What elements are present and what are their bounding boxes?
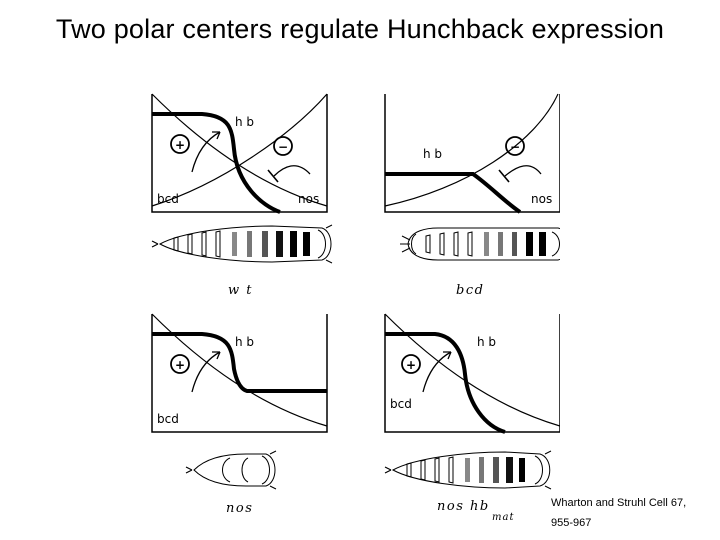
citation-line-1: Wharton and Struhl Cell 67,	[551, 497, 687, 509]
activation-arrow-icon	[422, 351, 452, 393]
activation-sign: +	[406, 358, 416, 372]
panel-bottom-left: + h b bcd	[151, 313, 328, 433]
repression-bar-icon	[273, 165, 311, 177]
larva-wild-type	[151, 224, 333, 264]
hb-expression-curve	[385, 172, 522, 214]
citation-line-2: 955-967	[551, 517, 592, 529]
activation-symbol-icon	[401, 354, 421, 374]
larva-bcd	[400, 227, 560, 261]
hb-label: h b	[235, 335, 254, 349]
repression-sign: −	[510, 140, 520, 154]
bcd-label: bcd	[390, 397, 412, 411]
nos-label: nos	[298, 192, 319, 206]
genotype-label-nos: nos	[226, 501, 253, 516]
activation-symbol-icon	[170, 354, 190, 374]
repression-bar-icon	[504, 165, 542, 177]
hb-expression-curve	[385, 332, 506, 434]
genotype-label-wild-type: w t	[228, 283, 253, 298]
graph-frame	[384, 94, 560, 213]
activation-sign: +	[175, 358, 185, 372]
activation-symbol-icon	[170, 134, 190, 154]
graph-frame	[151, 314, 328, 433]
repression-symbol-icon	[273, 136, 293, 156]
panel-top-left: + − h b bcd nos	[151, 93, 328, 214]
bcd-label: bcd	[157, 412, 179, 426]
bcd-gradient-curve	[151, 313, 328, 427]
graph-frame	[151, 94, 328, 213]
slide-title: Two polar centers regulate Hunchback exp…	[55, 14, 665, 44]
genotype-subscript-mat: mat	[492, 512, 514, 523]
bcd-gradient-curve	[384, 313, 560, 427]
activation-sign: +	[175, 138, 185, 152]
hb-label: h b	[423, 147, 442, 161]
bcd-gradient-curve	[151, 93, 328, 207]
genotype-label-bcd: bcd	[456, 283, 484, 298]
nos-gradient-curve	[384, 93, 559, 207]
hb-expression-curve	[152, 332, 327, 393]
nos-gradient-curve	[151, 93, 328, 207]
panel-bottom-right: + h b bcd	[384, 313, 560, 434]
genotype-label-nos-hb: nos hb	[437, 499, 490, 514]
nos-label: nos	[531, 192, 552, 206]
hunchback-figure: + − h b bcd nos w t −	[151, 93, 560, 523]
larva-nos	[185, 450, 277, 490]
panel-top-right: − h b nos	[384, 93, 560, 214]
activation-arrow-icon	[191, 131, 221, 173]
activation-arrow-icon	[191, 351, 221, 393]
graph-frame	[384, 314, 560, 433]
citation: Wharton and Struhl Cell 67, 955-967	[551, 493, 716, 533]
repression-symbol-icon	[505, 136, 525, 156]
hb-expression-curve	[152, 112, 281, 214]
hb-label: h b	[235, 115, 254, 129]
bcd-label: bcd	[157, 192, 179, 206]
larva-nos-hb-mat	[384, 450, 552, 490]
hb-label: h b	[477, 335, 496, 349]
repression-sign: −	[278, 140, 288, 154]
